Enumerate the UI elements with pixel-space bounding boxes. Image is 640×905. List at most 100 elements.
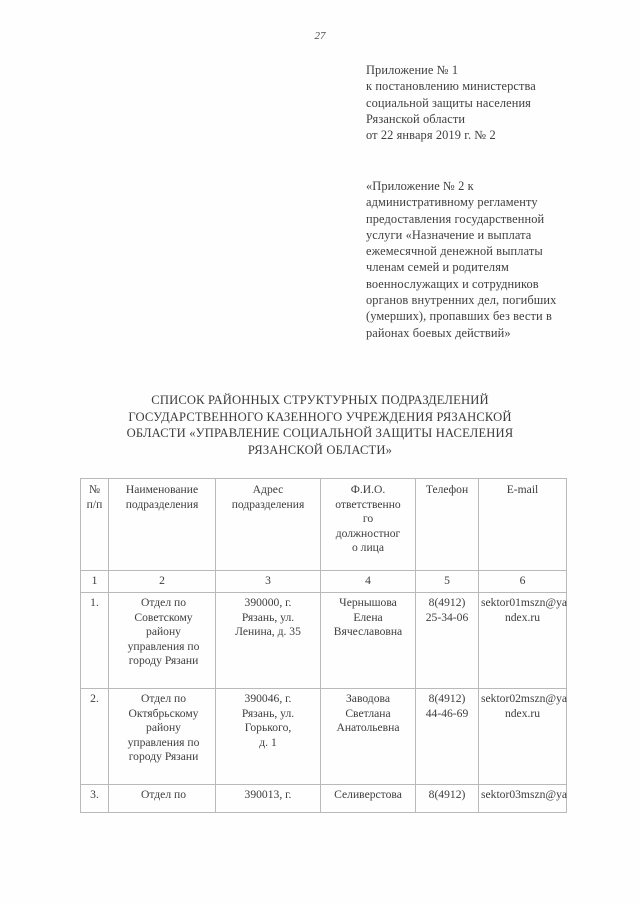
table-row: 3. Отдел по 390013, г. Селиверстова 8(49… xyxy=(80,784,568,813)
header-text: о лица xyxy=(351,541,385,555)
department-email: sektor02mszn@ya ndex.ru xyxy=(478,688,567,785)
text-line: Отдел по xyxy=(140,788,187,801)
text-line: Заводова xyxy=(346,692,390,705)
page-title-line: РЯЗАНСКОЙ ОБЛАСТИ» xyxy=(247,442,393,457)
regulation-reference-block: «Приложение № 2 к административному регл… xyxy=(366,178,596,341)
department-name: Отдел по xyxy=(108,784,216,813)
department-address: 390013, г. xyxy=(215,784,321,813)
text-line: Вячеславовна xyxy=(333,625,403,639)
column-number: 1 xyxy=(80,570,109,593)
text-line: Светлана xyxy=(345,706,391,720)
header-cell-person: Ф.И.О. ответственно го должностног о лиц… xyxy=(320,478,416,571)
text-line: 8(4912) xyxy=(428,692,466,705)
page-title-line: ОБЛАСТИ «УПРАВЛЕНИЕ СОЦИАЛЬНОЙ ЗАЩИТЫ НА… xyxy=(126,426,514,440)
table-row: 1. Отдел по Советскому району управления… xyxy=(80,592,568,689)
header-cell-email: E-mail xyxy=(478,478,567,571)
header-text: E-mail xyxy=(506,483,539,496)
header-text: п/п xyxy=(86,497,103,511)
text-line: 25-34-06 xyxy=(425,610,469,624)
header-text: № xyxy=(88,483,101,496)
regulation-line: административному регламенту xyxy=(366,195,538,210)
department-address: 390000, г. Рязань, ул. Ленина, д. 35 xyxy=(215,592,321,689)
approval-line: Рязанской области xyxy=(366,111,466,126)
text-line: 390000, г. xyxy=(244,596,292,609)
text-line: 390046, г. xyxy=(244,692,292,705)
text-line: д. 1 xyxy=(259,735,277,749)
header-text: Ф.И.О. xyxy=(350,483,386,496)
text-line: городу Рязани xyxy=(128,654,199,668)
department-name: Отдел по Октябрьскому району управления … xyxy=(108,688,216,785)
header-text: подразделения xyxy=(231,497,305,511)
regulation-line: военнослужащих и сотрудников xyxy=(366,276,539,291)
departments-table-container: № п/п Наименование подразделения Адрес п… xyxy=(80,478,567,813)
page-number: 27 xyxy=(314,30,326,42)
text-line: 8(4912) xyxy=(428,788,466,801)
text-line: Селиверстова xyxy=(334,788,402,801)
header-cell-address: Адрес подразделения xyxy=(215,478,321,571)
header-text: ответственно xyxy=(335,497,401,511)
column-number: 3 xyxy=(215,570,321,593)
text-line: Октябрьскому xyxy=(128,706,199,720)
department-phone: 8(4912) xyxy=(415,784,479,813)
table-column-number-row: 1 2 3 4 5 6 xyxy=(80,570,567,593)
column-number: 5 xyxy=(415,570,479,593)
page-title-line: СПИСОК РАЙОННЫХ СТРУКТУРНЫХ ПОДРАЗДЕЛЕНИ… xyxy=(151,393,489,407)
column-number: 6 xyxy=(478,570,567,593)
text-line: 390013, г. xyxy=(244,788,292,801)
text-line: ndex.ru xyxy=(504,610,541,624)
approval-line: от 22 января 2019 г. № 2 xyxy=(366,128,496,143)
approval-line: социальной защиты населения xyxy=(366,95,531,110)
approval-line: к постановлению министерства xyxy=(366,79,536,94)
header-cell-number: № п/п xyxy=(80,478,109,571)
text-line: Отдел по xyxy=(140,596,187,609)
row-index: 1. xyxy=(80,592,109,689)
regulation-line: органов внутренних дел, погибших xyxy=(366,293,557,308)
regulation-line: «Приложение № 2 к xyxy=(366,179,474,193)
page-title: СПИСОК РАЙОННЫХ СТРУКТУРНЫХ ПОДРАЗДЕЛЕНИ… xyxy=(70,392,570,458)
header-text: подразделения xyxy=(125,497,199,511)
text-line: управления по xyxy=(127,639,200,653)
row-index: 2. xyxy=(80,688,109,785)
regulation-line: предоставления государственной xyxy=(366,211,545,226)
department-email: sektor01mszn@ya ndex.ru xyxy=(478,592,568,689)
text-line: Чернышова xyxy=(339,596,397,609)
regulation-line: услуги «Назначение и выплата xyxy=(366,227,532,242)
text-line: району xyxy=(146,721,181,735)
regulation-line: (умерших), пропавших без вести в xyxy=(366,309,552,324)
text-line: Ленина, д. 35 xyxy=(235,625,301,639)
text-line: Горького, xyxy=(244,721,292,735)
department-phone: 8(4912) 25-34-06 xyxy=(415,592,479,689)
text-line: Елена xyxy=(353,610,383,624)
text-line: Отдел по xyxy=(140,692,187,705)
department-email: sektor03mszn@ya xyxy=(478,784,568,813)
header-cell-phone: Телефон xyxy=(415,478,479,571)
text-line: Советскому xyxy=(134,610,193,624)
text-line: 44-46-69 xyxy=(425,706,469,720)
text-line: городу Рязани xyxy=(128,750,199,764)
text-line: ndex.ru xyxy=(504,706,541,720)
header-text: Наименование xyxy=(125,483,199,496)
column-number: 2 xyxy=(108,570,216,593)
responsible-person: Селиверстова xyxy=(320,784,416,813)
header-text: го xyxy=(362,512,374,526)
regulation-line: районах боевых действий» xyxy=(366,325,511,340)
text-line: Рязань, ул. xyxy=(241,610,295,624)
page-title-line: ГОСУДАРСТВЕННОГО КАЗЕННОГО УЧРЕЖДЕНИЯ РЯ… xyxy=(128,409,512,424)
text-line: Рязань, ул. xyxy=(241,706,295,720)
regulation-line: ежемесячной денежной выплаты xyxy=(366,244,543,259)
text-line: sektor01mszn@ya xyxy=(481,596,568,609)
text-line: 8(4912) xyxy=(428,596,466,609)
table-row: 2. Отдел по Октябрьскому району управлен… xyxy=(80,688,567,785)
responsible-person: Заводова Светлана Анатольевна xyxy=(320,688,416,785)
text-line: sektor03mszn@ya xyxy=(481,788,568,801)
text-line: району xyxy=(146,625,181,639)
department-phone: 8(4912) 44-46-69 xyxy=(415,688,479,785)
column-number: 4 xyxy=(320,570,416,593)
approval-reference-block: Приложение № 1 к постановлению министерс… xyxy=(366,62,596,143)
departments-table: № п/п Наименование подразделения Адрес п… xyxy=(80,478,567,813)
regulation-line: членам семей и родителям xyxy=(366,260,509,275)
responsible-person: Чернышова Елена Вячеславовна xyxy=(320,592,416,689)
department-name: Отдел по Советскому району управления по… xyxy=(108,592,216,689)
text-line: управления по xyxy=(127,735,200,749)
